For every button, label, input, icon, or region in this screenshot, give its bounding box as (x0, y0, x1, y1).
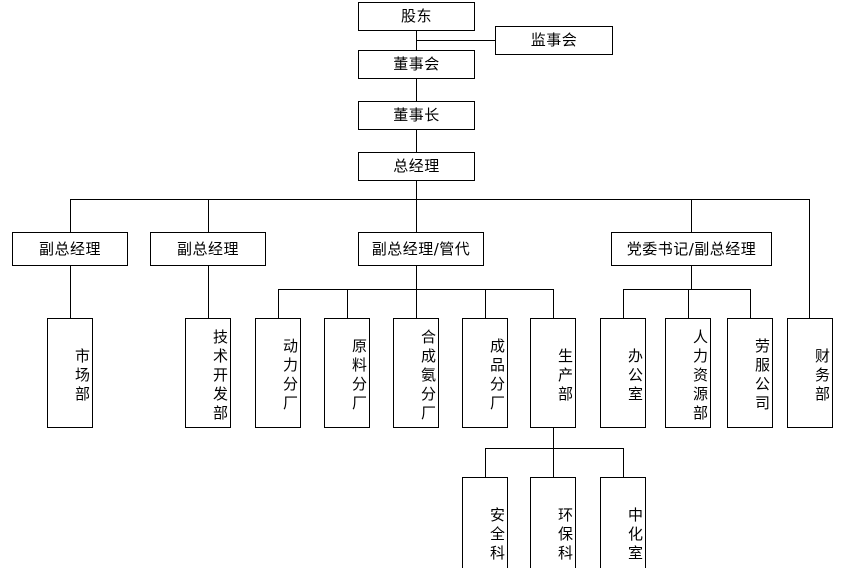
edge-prod-bus-to-environmental (553, 448, 554, 477)
node-deputy-gm-management-rep[interactable]: 副总经理/管代 (358, 232, 484, 266)
node-safety-section[interactable]: 安全科 (462, 477, 508, 568)
node-finished-product-branch-label: 成品分厂 (488, 338, 506, 414)
node-tech-development-dept-label: 技术开发部 (211, 328, 229, 424)
node-production-dept[interactable]: 生产部 (530, 318, 576, 428)
edge-bus-to-deputy-gm-mr (416, 199, 417, 232)
edge-board-to-chairman (416, 79, 417, 101)
node-deputy-gm-1-label: 副总经理 (38, 239, 101, 258)
edge-deputy-gm-2-to-tech-dev (208, 266, 209, 318)
edge-prod-bus-to-central-lab (623, 448, 624, 477)
edge-ps-bus-to-office (623, 289, 624, 318)
edge-bus-to-deputy-gm-1 (70, 199, 71, 232)
node-deputy-gm-2-label: 副总经理 (176, 239, 239, 258)
node-labor-service-company[interactable]: 劳服公司 (727, 318, 773, 428)
production-sub-bus (485, 448, 623, 449)
node-environmental-section-label: 环保科 (556, 506, 574, 564)
node-raw-material-branch-label: 原料分厂 (350, 338, 368, 414)
node-synthetic-ammonia-branch[interactable]: 合成氨分厂 (393, 318, 439, 428)
edge-mr-bus-to-power-branch (278, 289, 279, 318)
edge-ps-bus-to-labor-service (750, 289, 751, 318)
edge-bus-to-finance-dept (809, 199, 810, 318)
party-secretary-bus (623, 289, 751, 290)
node-party-secretary-deputy-gm[interactable]: 党委书记/副总经理 (611, 232, 772, 266)
edge-ps-bus-to-hr-dept (688, 289, 689, 318)
node-finance-dept[interactable]: 财务部 (787, 318, 833, 428)
node-environmental-section[interactable]: 环保科 (530, 477, 576, 568)
node-hr-dept[interactable]: 人力资源部 (665, 318, 711, 428)
node-power-branch[interactable]: 动力分厂 (255, 318, 301, 428)
edge-prod-bus-to-safety (485, 448, 486, 477)
node-board-of-directors[interactable]: 董事会 (358, 50, 475, 79)
node-supervisory-board[interactable]: 监事会 (495, 26, 613, 55)
node-chairman[interactable]: 董事长 (358, 101, 475, 130)
node-production-dept-label: 生产部 (556, 347, 574, 405)
node-party-secretary-deputy-gm-label: 党委书记/副总经理 (626, 239, 757, 258)
edge-bus-to-deputy-gm-2 (208, 199, 209, 232)
node-hr-dept-label: 人力资源部 (691, 328, 709, 424)
node-finance-dept-label: 财务部 (813, 347, 831, 405)
node-supervisory-board-label: 监事会 (530, 31, 578, 50)
node-central-lab[interactable]: 中化室 (600, 477, 646, 568)
edge-mr-bus-to-synthetic-ammonia-branch (416, 289, 417, 318)
edge-gm-to-main-bus (416, 181, 417, 199)
node-deputy-gm-management-rep-label: 副总经理/管代 (371, 239, 471, 258)
node-finished-product-branch[interactable]: 成品分厂 (462, 318, 508, 428)
edge-production-dept-stem (553, 428, 554, 448)
edge-bus-to-party-secretary (691, 199, 692, 232)
node-tech-development-dept[interactable]: 技术开发部 (185, 318, 231, 428)
edge-chairman-to-gm (416, 130, 417, 152)
node-chairman-label: 董事长 (393, 106, 440, 125)
edge-mr-bus-to-production-dept (553, 289, 554, 318)
edge-mr-bus-to-raw-material-branch (347, 289, 348, 318)
edge-party-secretary-stem (691, 266, 692, 289)
edge-deputy-gm-1-to-marketing (70, 266, 71, 318)
node-shareholders-label: 股东 (400, 7, 432, 26)
node-general-manager-label: 总经理 (393, 157, 440, 176)
main-bus (70, 199, 809, 200)
node-raw-material-branch[interactable]: 原料分厂 (324, 318, 370, 428)
node-deputy-gm-1[interactable]: 副总经理 (12, 232, 128, 266)
node-shareholders[interactable]: 股东 (358, 2, 475, 31)
node-labor-service-company-label: 劳服公司 (753, 338, 771, 414)
node-office-label: 办公室 (626, 347, 644, 405)
node-marketing-dept[interactable]: 市场部 (47, 318, 93, 428)
node-board-of-directors-label: 董事会 (393, 55, 440, 74)
node-power-branch-label: 动力分厂 (281, 338, 299, 414)
node-office[interactable]: 办公室 (600, 318, 646, 428)
node-safety-section-label: 安全科 (488, 506, 506, 564)
node-marketing-dept-label: 市场部 (73, 347, 91, 405)
node-deputy-gm-2[interactable]: 副总经理 (150, 232, 266, 266)
node-synthetic-ammonia-branch-label: 合成氨分厂 (419, 328, 437, 424)
node-general-manager[interactable]: 总经理 (358, 152, 475, 181)
node-central-lab-label: 中化室 (626, 506, 644, 564)
edge-shareholders-to-supervisory-board (416, 40, 495, 41)
edge-mr-bus-to-finished-product-branch (485, 289, 486, 318)
edge-deputy-gm-mr-stem (416, 266, 417, 289)
